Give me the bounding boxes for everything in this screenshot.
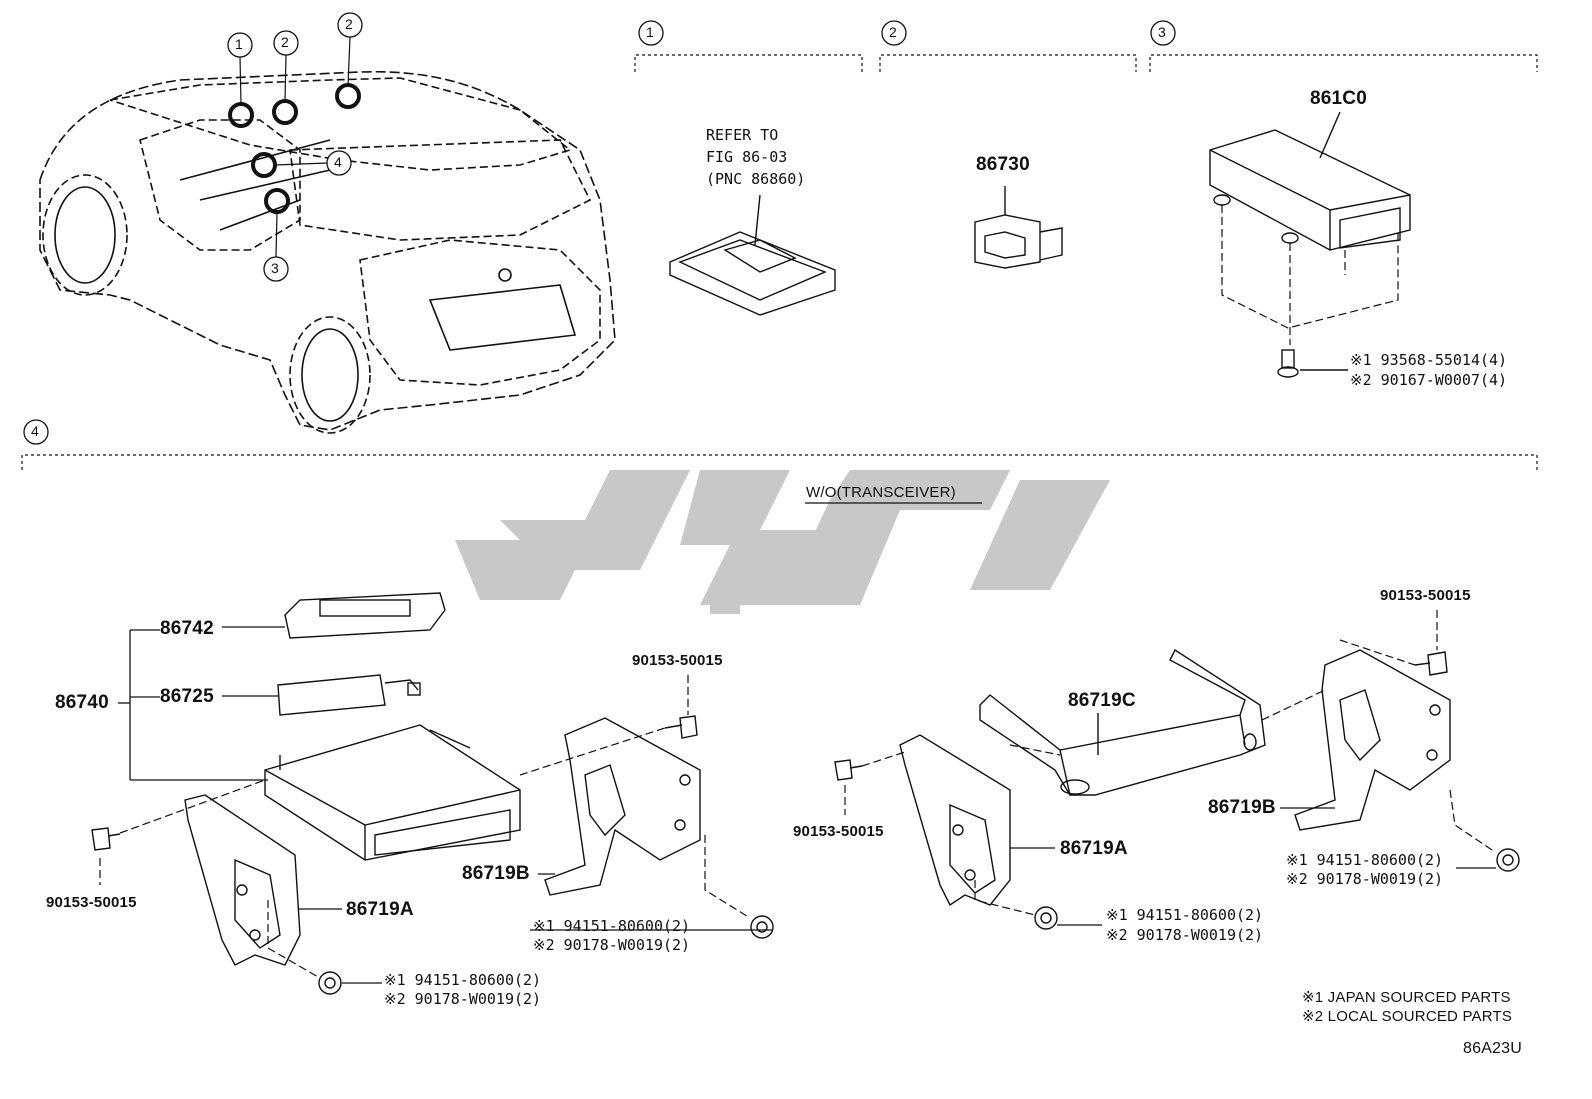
part-86730: 86730	[976, 154, 1030, 175]
section3-ecu	[1209, 111, 1411, 251]
figure-code: 86A23U	[1463, 1040, 1523, 1057]
left-parts	[264, 592, 521, 861]
left-bracket-b	[544, 717, 701, 896]
part-86719c: 86719C	[1068, 690, 1136, 711]
section-3-number: 3	[1158, 24, 1166, 40]
section2-connector	[974, 186, 1063, 269]
right-bracket-a	[899, 734, 1011, 907]
s3-screw-japan: ※1 93568-55014(4)	[1350, 351, 1508, 369]
car-callout-4: 4	[334, 154, 342, 170]
nut4-local: ※2 90178-W0019(2)	[1286, 870, 1444, 888]
s3-screw-local: ※2 90167-W0007(4)	[1350, 371, 1508, 389]
section-4-number: 4	[31, 423, 39, 439]
section3-dash	[1221, 205, 1399, 345]
left-fasteners	[91, 715, 774, 995]
part-861c0: 861C0	[1310, 88, 1367, 109]
right-bracket-b	[1294, 649, 1451, 831]
nut4-japan: ※1 94151-80600(2)	[1286, 851, 1444, 869]
car-callout-3: 3	[271, 260, 279, 276]
nut3-japan: ※1 94151-80600(2)	[1106, 906, 1264, 924]
watermark-logo	[455, 470, 1110, 614]
car-callout-1: 1	[235, 36, 243, 52]
part-86719a-left: 86719A	[346, 899, 414, 920]
condition-label: W/O(TRANSCEIVER)	[806, 484, 956, 501]
car-callout-2a: 2	[281, 34, 289, 50]
part-86742: 86742	[160, 618, 214, 639]
left-leaders	[298, 873, 773, 984]
part-90153-50015-d: 90153-50015	[1380, 587, 1471, 604]
nut1-japan: ※1 94151-80600(2)	[384, 971, 542, 989]
part-86719a-right: 86719A	[1060, 838, 1128, 859]
right-bracket-c	[979, 648, 1266, 796]
vehicle-overview	[39, 70, 616, 434]
section-1-number: 1	[646, 24, 654, 40]
part-86740: 86740	[55, 692, 109, 713]
car-callout-circles	[227, 12, 363, 282]
bracket-tree	[118, 626, 285, 781]
part-90153-50015-a: 90153-50015	[46, 894, 137, 911]
left-dash	[99, 675, 751, 979]
part-90153-50015-b: 90153-50015	[632, 652, 723, 669]
section-2-number: 2	[889, 24, 897, 40]
left-bracket-a	[184, 794, 301, 966]
section-brackets	[21, 54, 1538, 470]
refer-line-3: (PNC 86860)	[706, 170, 806, 188]
section1-module	[669, 194, 836, 316]
refer-line-1: REFER TO	[706, 126, 779, 144]
section-circles	[23, 20, 1176, 445]
part-86719b-right: 86719B	[1208, 797, 1276, 818]
nut2-japan: ※1 94151-80600(2)	[533, 917, 691, 935]
part-86725: 86725	[160, 686, 214, 707]
refer-line-2: FIG 86-03	[706, 148, 788, 166]
legend-japan: ※1 JAPAN SOURCED PARTS	[1302, 989, 1511, 1006]
right-leaders	[1010, 807, 1496, 926]
nut3-local: ※2 90178-W0019(2)	[1106, 926, 1264, 944]
section3-screw	[1277, 349, 1348, 378]
part-90153-50015-c: 90153-50015	[793, 823, 884, 840]
car-callout-2b: 2	[345, 16, 353, 32]
nut1-local: ※2 90178-W0019(2)	[384, 990, 542, 1008]
car-callout-leaders	[239, 36, 351, 258]
right-fasteners	[834, 651, 1520, 930]
right-dash	[844, 610, 1496, 916]
nut2-local: ※2 90178-W0019(2)	[533, 936, 691, 954]
legend-local: ※2 LOCAL SOURCED PARTS	[1302, 1008, 1513, 1025]
part-86719b-left: 86719B	[462, 863, 530, 884]
